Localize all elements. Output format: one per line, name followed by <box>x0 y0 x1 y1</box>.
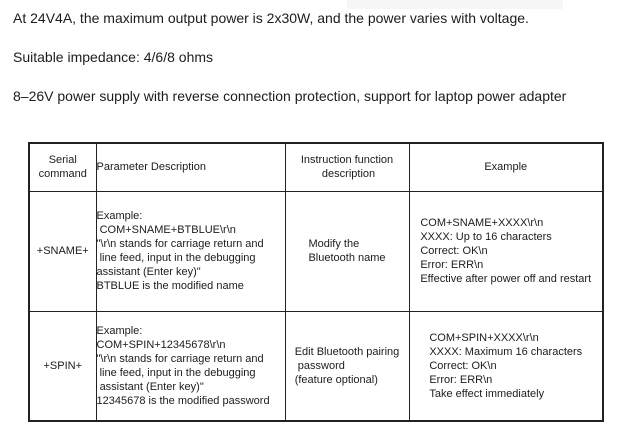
header-example: Example <box>408 142 604 192</box>
table-row-sname: +SNAME+ Example: COM+SNAME+BTBLUE\r\n "\… <box>28 190 604 312</box>
cell-example-spin: COM+SPIN+XXXX\r\n XXXX: Maximum 16 chara… <box>408 310 604 422</box>
table-row-spin: +SPIN+ Example: COM+SPIN+12345678\r\n "\… <box>28 310 604 422</box>
cell-parameter-spin: Example: COM+SPIN+12345678\r\n "\r\n sta… <box>95 310 286 422</box>
intro-line-power: At 24V4A, the maximum output power is 2x… <box>13 10 529 26</box>
header-instruction-function: Instruction function description <box>284 142 410 192</box>
example-text: COM+SNAME+XXXX\r\n XXXX: Up to 16 charac… <box>420 217 592 285</box>
instruction-text: Modify the Bluetooth name <box>308 238 386 264</box>
intro-line-impedance: Suitable impedance: 4/6/8 ohms <box>13 49 214 65</box>
cell-command-sname: +SNAME+ <box>28 190 97 312</box>
serial-command-table: Serial command Parameter Description Ins… <box>28 142 604 422</box>
scan-artifact <box>347 0 563 9</box>
cell-command-spin: +SPIN+ <box>28 310 97 422</box>
cell-instruction-spin: Edit Bluetooth pairing password (feature… <box>284 310 410 422</box>
cell-example-sname: COM+SNAME+XXXX\r\n XXXX: Up to 16 charac… <box>408 190 604 312</box>
intro-line-supply: 8–26V power supply with reverse connecti… <box>13 88 567 104</box>
instruction-text: Edit Bluetooth pairing password (feature… <box>294 345 400 386</box>
cell-parameter-sname: Example: COM+SNAME+BTBLUE\r\n "\r\n stan… <box>95 190 286 312</box>
example-text: COM+SPIN+XXXX\r\n XXXX: Maximum 16 chara… <box>429 331 583 400</box>
table-header-row: Serial command Parameter Description Ins… <box>28 142 604 192</box>
cell-instruction-sname: Modify the Bluetooth name <box>284 190 410 312</box>
header-serial-command: Serial command <box>28 142 97 192</box>
header-parameter-description: Parameter Description <box>95 142 286 192</box>
